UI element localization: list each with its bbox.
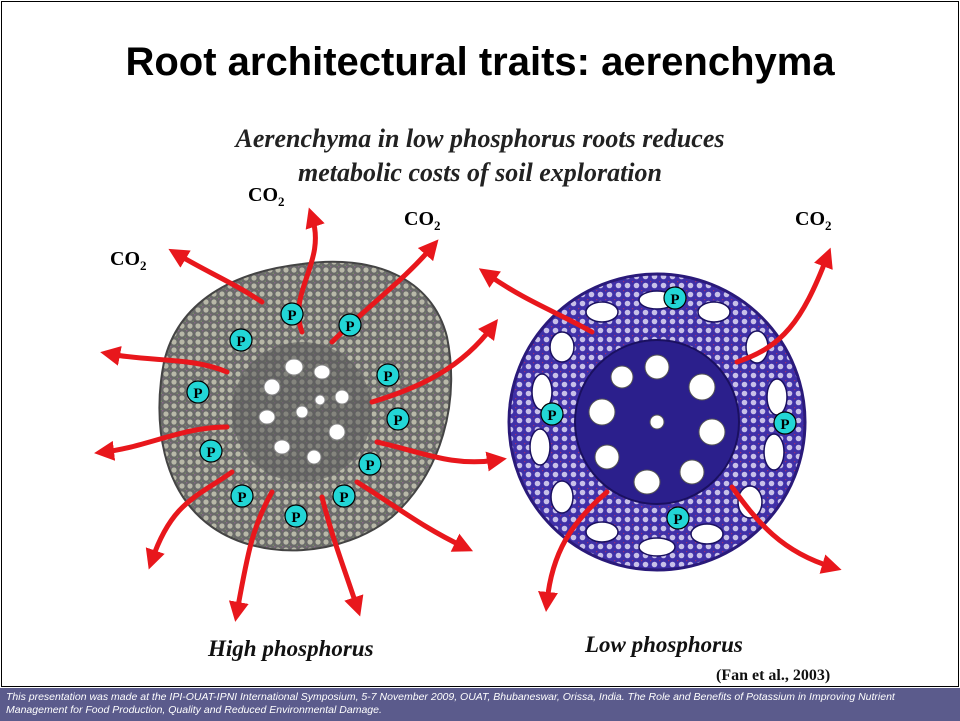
p-label: P: [291, 510, 300, 526]
p-label: P: [237, 490, 246, 506]
high-phosphorus-root: [159, 262, 451, 551]
p-label: P: [365, 458, 374, 474]
co2-label: CO2: [795, 208, 832, 234]
p-label: P: [547, 408, 556, 424]
p-label: P: [393, 413, 402, 429]
root-cross-section-figure: P P P P P P P P P P P P P P P: [2, 2, 959, 687]
caption-high-phosphorus: High phosphorus: [208, 636, 374, 662]
p-label: P: [345, 319, 354, 335]
p-label: P: [193, 386, 202, 402]
p-label: P: [383, 369, 392, 385]
p-label: P: [236, 334, 245, 350]
p-label: P: [673, 512, 682, 528]
p-label: P: [287, 308, 296, 324]
co2-label: CO2: [248, 184, 285, 210]
caption-low-phosphorus: Low phosphorus: [585, 632, 743, 658]
citation: (Fan et al., 2003): [716, 667, 830, 685]
p-label: P: [670, 292, 679, 308]
co2-label: CO2: [404, 208, 441, 234]
co2-label: CO2: [110, 248, 147, 274]
p-label: P: [339, 490, 348, 506]
p-label: P: [780, 417, 789, 433]
footer-banner: This presentation was made at the IPI-OU…: [0, 688, 960, 721]
slide: Root architectural traits: aerenchyma Ae…: [1, 1, 959, 687]
p-label: P: [206, 445, 215, 461]
footer-text: This presentation was made at the IPI-OU…: [6, 691, 895, 716]
